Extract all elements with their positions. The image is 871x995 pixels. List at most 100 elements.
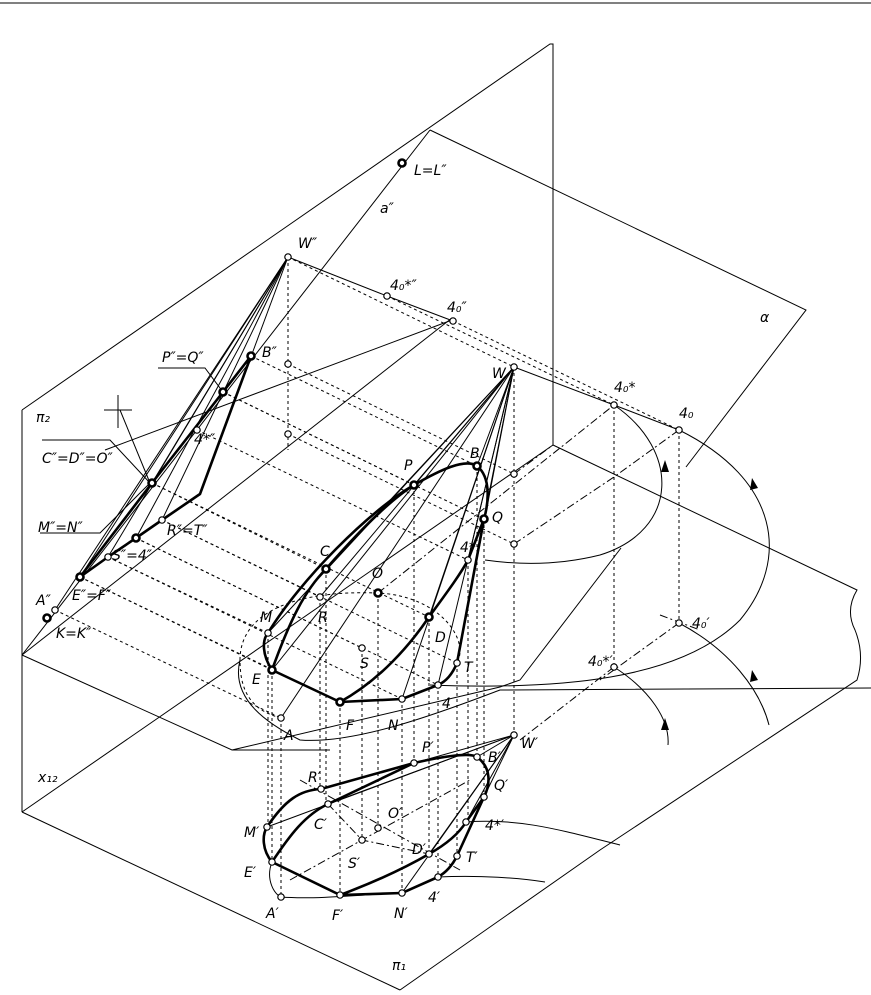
point-marker	[410, 759, 418, 767]
point-marker	[398, 695, 406, 703]
plane-alpha-label: α	[760, 310, 770, 326]
point-label: 4*′	[485, 818, 505, 834]
projection-connectors	[54, 256, 680, 897]
projection-connector	[135, 537, 439, 686]
point-marker	[434, 681, 442, 689]
point-label: P′	[422, 740, 434, 756]
horizontal-base-curve	[269, 820, 621, 899]
point-marker	[374, 824, 382, 832]
point-label: E″=F″	[72, 588, 112, 604]
plane-pi1-label: π₁	[392, 958, 406, 974]
point-marker	[453, 852, 461, 860]
generator-line	[437, 366, 515, 686]
generator-line	[401, 366, 515, 700]
point-marker	[424, 612, 434, 622]
horizontal-projection-cone	[266, 734, 515, 894]
point-label: M′	[244, 825, 260, 841]
axis-lines	[377, 404, 680, 594]
point-label: W″	[298, 236, 318, 252]
projection-connector	[287, 256, 515, 368]
point-marker	[75, 572, 85, 582]
point-label: E	[252, 672, 261, 688]
point-marker	[284, 360, 292, 368]
point-marker	[480, 793, 488, 801]
rotation-arc-1	[484, 404, 663, 564]
point-marker	[268, 858, 276, 866]
point-label: 4*	[460, 540, 476, 556]
point-marker	[277, 893, 285, 901]
point-marker	[373, 588, 383, 598]
generator-line	[135, 256, 289, 539]
point-marker	[453, 659, 461, 667]
leader-lines	[40, 367, 224, 534]
point-marker	[610, 663, 618, 671]
generator-line	[280, 366, 515, 719]
vertical-projection-lines	[513, 367, 680, 735]
frontal-plane-outline	[21, 43, 554, 812]
point-marker	[218, 387, 228, 397]
point-label: M	[260, 610, 272, 626]
rotation-line	[513, 366, 680, 431]
frontal-section-polyline	[78, 354, 253, 579]
point-marker	[158, 516, 166, 524]
point-marker	[358, 836, 366, 844]
projection-connector	[161, 519, 458, 664]
point-marker	[284, 430, 292, 438]
point-label: O′	[388, 806, 403, 822]
generator-line	[476, 366, 515, 467]
crosshair-mark	[104, 395, 151, 484]
point-label: T	[464, 660, 474, 676]
generator-line	[151, 256, 289, 484]
generator-line	[465, 734, 515, 823]
point-label: R	[318, 610, 328, 626]
frontal-projection-cone	[54, 256, 289, 611]
point-marker	[277, 714, 285, 722]
point-marker	[472, 461, 482, 471]
point-label: 4′	[428, 890, 441, 906]
point-label: D	[435, 630, 446, 646]
auxiliary-line	[104, 319, 453, 451]
point-marker	[434, 873, 442, 881]
horizontal-plane-outline	[21, 444, 861, 991]
point-marker	[51, 606, 59, 614]
space-base-curve	[238, 659, 871, 741]
point-marker	[267, 665, 277, 675]
point-marker	[462, 818, 470, 826]
space-section-curve	[262, 462, 489, 704]
point-label: S′	[348, 856, 361, 872]
point-label: O	[372, 566, 383, 582]
point-marker	[316, 593, 324, 601]
point-marker	[321, 564, 331, 574]
point-label: C	[320, 544, 330, 560]
point-label: R″=T″	[167, 523, 208, 539]
point-label: B′	[488, 750, 502, 766]
point-label: S″=4″	[112, 548, 153, 564]
point-marker	[510, 470, 518, 478]
point-label: P	[404, 458, 413, 474]
generator-line	[476, 734, 515, 758]
point-label: C′	[314, 817, 328, 833]
point-marker	[425, 850, 433, 858]
point-marker	[510, 540, 518, 548]
point-marker	[336, 891, 344, 899]
projection-connector	[107, 556, 403, 700]
point-marker	[397, 158, 407, 168]
point-label: Q′	[494, 778, 509, 794]
frontal-rotation-line	[287, 256, 454, 322]
projection-connector	[386, 295, 615, 406]
space-base-ellipse	[239, 592, 461, 719]
point-label: R′	[308, 770, 322, 786]
point-marker	[510, 731, 518, 739]
point-marker	[358, 644, 366, 652]
point-label: B″	[262, 345, 278, 361]
point-marker	[675, 619, 683, 627]
point-marker	[193, 426, 201, 434]
point-label: P″=Q″	[162, 350, 204, 366]
point-label: A	[283, 728, 294, 744]
point-label: F	[346, 718, 355, 734]
point-marker	[675, 426, 683, 434]
points	[42, 158, 683, 901]
point-label: A′	[265, 906, 280, 922]
axis-x12-label: x₁₂	[37, 770, 58, 786]
point-label: a″	[380, 201, 395, 217]
